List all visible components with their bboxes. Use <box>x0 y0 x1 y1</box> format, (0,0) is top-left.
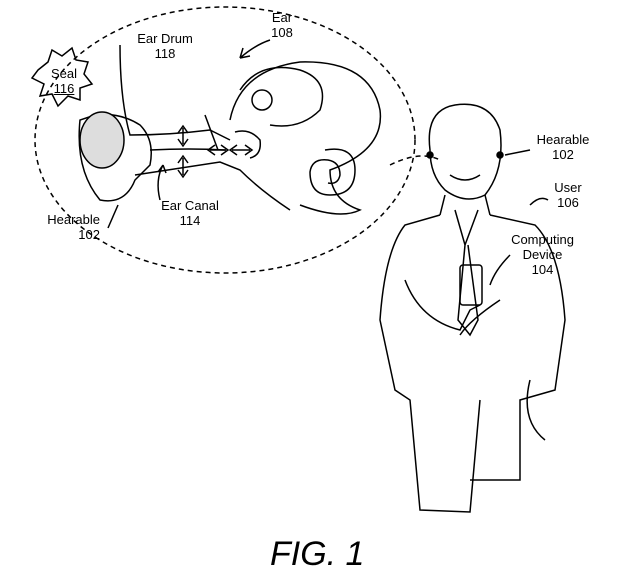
hearable-inset-ref: 102 <box>78 227 100 242</box>
seal-label: Seal 116 <box>41 66 87 96</box>
ear-drum-ref: 118 <box>154 46 176 61</box>
user-name: User <box>554 180 582 195</box>
ear-inset-ellipse <box>34 6 416 274</box>
ear-label: Ear 108 <box>262 10 302 40</box>
ear-leader <box>239 39 271 59</box>
seal-starburst <box>30 46 94 108</box>
ear-name: Ear <box>271 10 293 25</box>
user-ref: 106 <box>557 195 579 210</box>
hearable-user-name: Hearable <box>536 132 590 147</box>
hearable-user-leader <box>504 149 531 156</box>
user-leader <box>529 197 549 206</box>
figure-caption: FIG. 1 <box>270 535 365 573</box>
ear-canal-ref: 114 <box>179 213 201 228</box>
ear-drum-name: Ear Drum <box>137 31 193 46</box>
pressure-arrows <box>177 124 254 179</box>
ear-canal-leader <box>157 164 167 201</box>
ear-structure <box>229 61 382 215</box>
ear-canal-name: Ear Canal <box>161 198 219 213</box>
hearable-user-label: Hearable 102 <box>528 132 598 162</box>
hearable-inset-label: Hearable 102 <box>30 212 100 242</box>
ear-drum-leader <box>204 114 219 151</box>
ear-canal-label: Ear Canal 114 <box>155 198 225 228</box>
seal-ref: 116 <box>53 81 75 96</box>
hearable-inset-name: Hearable <box>47 212 100 227</box>
hearable-earbud <box>78 111 152 229</box>
user-figure <box>379 103 566 513</box>
seal-name: Seal <box>50 66 78 81</box>
ear-drum-label: Ear Drum 118 <box>125 31 205 61</box>
inset-connector <box>389 155 441 166</box>
computing-device-label: Computing Device 104 <box>505 232 580 277</box>
computing-device-ref: 104 <box>531 262 554 277</box>
hearable-user-ref: 102 <box>552 147 574 162</box>
user-label: User 106 <box>548 180 588 210</box>
computing-device-name: Computing Device <box>511 232 574 262</box>
computing-device-leader <box>489 254 511 286</box>
ear-ref: 108 <box>271 25 293 40</box>
